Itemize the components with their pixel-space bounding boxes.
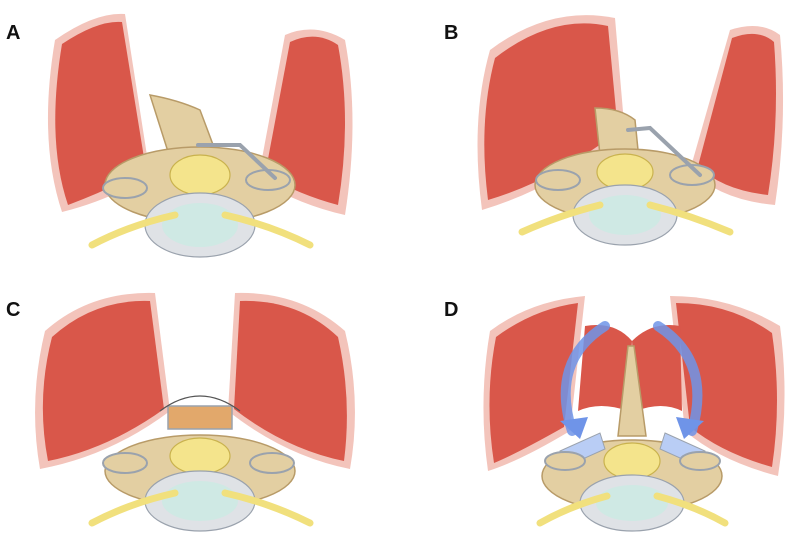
right-closure-arrow <box>653 321 703 436</box>
fixation-plate <box>196 143 277 180</box>
vertebral-body-core <box>162 481 238 521</box>
bone-graft <box>167 405 233 430</box>
central-muscle-right <box>632 325 682 411</box>
left-lateral-mass <box>102 177 148 199</box>
vertebral-body-core <box>589 195 661 235</box>
right-muscle-belly <box>234 300 347 461</box>
right-nerve-root <box>221 211 314 249</box>
left-muscle-belly <box>55 21 147 205</box>
spinous-process <box>617 345 647 437</box>
spinal-cord <box>169 154 231 196</box>
panel-c-illustration <box>35 292 355 532</box>
right-muscle-belly <box>676 303 777 467</box>
left-lateral-mass <box>544 451 586 471</box>
left-nerve-root <box>88 489 179 527</box>
spinal-cord <box>169 437 231 475</box>
left-lateral-mass <box>535 169 581 191</box>
panel-label-a: A <box>6 22 21 44</box>
right-nerve-root <box>653 492 729 527</box>
fixation-plate <box>626 125 702 177</box>
right-lateral-mass <box>249 452 295 474</box>
panel-b-illustration <box>477 15 784 246</box>
vertebral-body-core <box>162 203 238 247</box>
panel-d-illustration <box>483 296 785 532</box>
right-nerve-root <box>221 489 314 527</box>
panel-label-b: B <box>444 22 459 44</box>
central-muscle-left <box>578 325 632 411</box>
left-muscle-belly <box>484 23 618 200</box>
left-muscle-belly <box>489 303 578 463</box>
panel-b: B <box>400 0 800 271</box>
vertebral-body-core <box>596 485 668 521</box>
panel-d: D <box>400 271 800 542</box>
panel-c: C <box>0 271 400 542</box>
left-nerve-root <box>88 211 179 249</box>
panel-a: A <box>0 0 400 271</box>
left-nerve-root <box>518 201 604 236</box>
panel-a-illustration <box>47 13 353 258</box>
right-arrowhead-icon <box>676 417 704 439</box>
sublaminar-wire <box>159 395 241 412</box>
left-arrowhead-icon <box>560 417 588 439</box>
right-lateral-mass <box>679 451 721 471</box>
panel-label-c: C <box>6 299 21 321</box>
left-nerve-root <box>536 492 611 527</box>
left-closure-arrow <box>560 321 610 436</box>
left-lateral-mass <box>102 452 148 474</box>
left-muscle-belly <box>42 300 164 461</box>
panel-label-d: D <box>444 299 459 321</box>
right-nerve-root <box>646 201 734 236</box>
spinal-cord <box>603 442 661 480</box>
right-muscle-belly <box>698 33 776 196</box>
right-muscle-belly <box>265 36 345 205</box>
